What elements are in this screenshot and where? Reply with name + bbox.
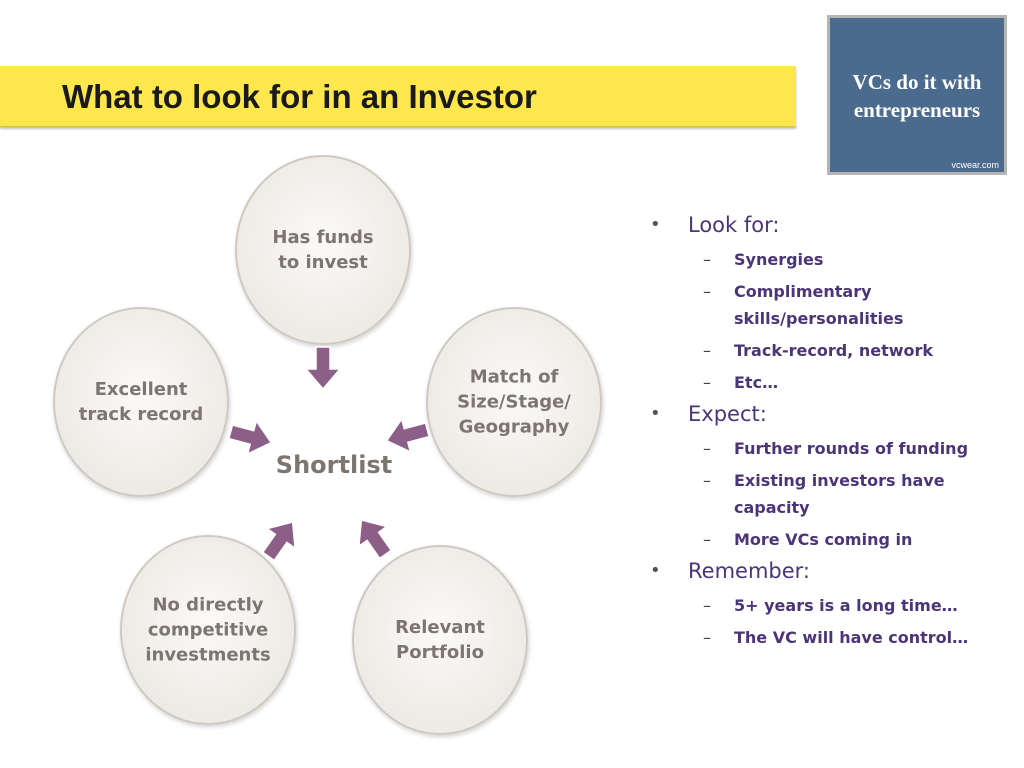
dash-icon: – — [703, 373, 711, 392]
vcwear-logo: VCs do it with entrepreneurs vcwear.com — [827, 15, 1007, 175]
dash-icon: – — [703, 250, 711, 269]
sub-bullet-text: The VC will have control… — [734, 628, 969, 647]
sub-bullet-text: Further rounds of funding — [734, 439, 969, 458]
sub-bullet-item: – Further rounds of funding — [648, 435, 1008, 462]
sub-bullet-item: – Complimentary skills/personalities — [648, 278, 1008, 332]
sub-bullet-text: More VCs coming in — [734, 530, 913, 549]
sub-bullet-text: Complimentary skills/personalities — [734, 282, 904, 328]
logo-line-1: VCs do it with — [852, 70, 982, 94]
circle-no-competitive — [120, 535, 296, 725]
circle-label-line: Size/Stage/ — [457, 391, 571, 413]
arrow-from-match — [385, 417, 431, 454]
sub-bullet-text: 5+ years is a long time… — [734, 596, 958, 615]
diagram-canvas — [53, 155, 602, 735]
center-label-shortlist: Shortlist — [275, 451, 393, 479]
sub-bullet-text: Existing investors have capacity — [734, 471, 945, 517]
circle-label-line: Has funds — [272, 227, 374, 248]
title-bar — [0, 66, 796, 127]
bullet-item: • Look for: — [648, 212, 1008, 238]
circle-label-line: competitive — [147, 619, 269, 641]
sub-bullet-item: – The VC will have control… — [648, 624, 1008, 651]
arrow-from-portfolio — [358, 519, 393, 560]
dash-icon: – — [703, 471, 711, 490]
bullet-dot-icon: • — [650, 560, 661, 581]
dash-icon: – — [703, 596, 711, 615]
circle-no-competitive-label: No directly competitive investments — [145, 593, 270, 668]
bullet-label: Remember: — [688, 559, 810, 583]
sub-bullet-text: Synergies — [734, 250, 824, 269]
circle-match-label: Match of Size/Stage/Geography — [457, 365, 571, 440]
dash-icon: – — [703, 282, 711, 301]
slide-title: What to look for in an Investor — [62, 78, 537, 115]
sub-bullet-item: – Etc… — [648, 369, 1008, 396]
logo-url: vcwear.com — [951, 160, 999, 170]
bullet-item: • Remember: — [648, 558, 1008, 584]
bullet-label: Expect: — [688, 402, 767, 426]
arrow-from-no-competitive — [261, 521, 296, 562]
bullet-list: • Look for: – Synergies – Complimentary skill… — [648, 212, 1008, 656]
circle-label-line: investments — [145, 644, 271, 666]
sub-bullet-item: – More VCs coming in — [648, 526, 1008, 553]
bullet-dot-icon: • — [650, 214, 661, 235]
circle-label-line: No directly — [152, 594, 264, 616]
bullet-label: Look for: — [688, 213, 780, 237]
dash-icon: – — [703, 341, 711, 360]
arrow-from-track-record — [227, 419, 273, 456]
circle-track-record — [53, 307, 229, 497]
circle-label-line: to invest — [278, 252, 368, 273]
circle-label-line: Portfolio — [396, 642, 484, 663]
logo-line-2: entrepreneurs — [853, 98, 981, 122]
sub-bullet-item: – Synergies — [648, 246, 1008, 273]
circle-label-line: Relevant — [395, 617, 485, 638]
arrow-from-funds — [304, 346, 342, 391]
sub-bullet-item: – 5+ years is a long time… — [648, 592, 1008, 619]
circle-match — [426, 307, 602, 497]
dash-icon: – — [703, 530, 711, 549]
dash-icon: – — [703, 628, 711, 647]
circle-label-line: track record — [78, 404, 204, 425]
circle-label-line: Excellent — [94, 379, 188, 400]
circle-has-funds-label: Has funds to invest — [272, 225, 373, 275]
circle-label-line: Match of — [469, 366, 559, 388]
circle-track-record-label: Excellent track record — [79, 377, 203, 427]
sub-bullet-text: Etc… — [734, 373, 779, 392]
circle-relevant-portfolio — [352, 545, 528, 735]
dash-icon: – — [703, 439, 711, 458]
sub-bullet-text: Track-record, network — [734, 341, 934, 360]
bullet-item: • Expect: — [648, 401, 1008, 427]
circle-has-funds — [235, 155, 411, 345]
sub-bullet-item: – Track-record, network — [648, 337, 1008, 364]
circle-label-line: Geography — [458, 416, 570, 438]
bullet-dot-icon: • — [650, 403, 661, 424]
sub-bullet-item: – Existing investors have capacity — [648, 467, 1008, 521]
